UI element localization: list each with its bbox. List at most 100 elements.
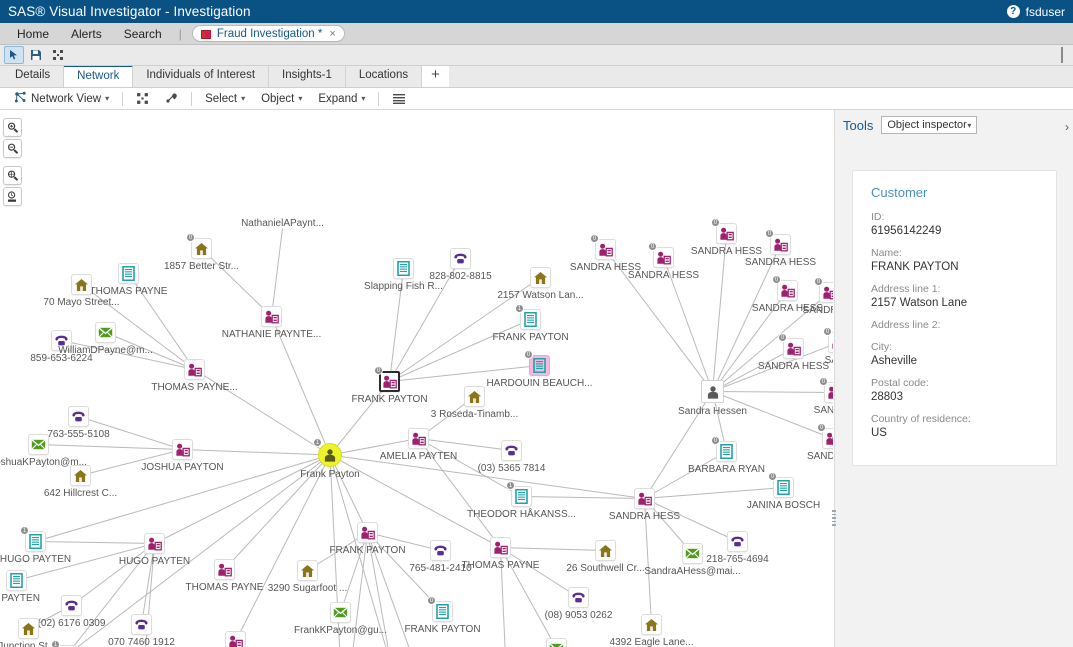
tab-insights-1[interactable]: Insights-1 bbox=[269, 65, 346, 87]
node-badge: 1 bbox=[313, 438, 322, 447]
zoom-out-button[interactable] bbox=[3, 139, 22, 158]
tools-label: Tools bbox=[843, 117, 874, 133]
close-icon[interactable]: × bbox=[329, 27, 336, 40]
graph-node-doc[interactable]: 9 PAYTEN bbox=[0, 570, 40, 604]
graph-node-phone[interactable]: (03) 5365 7814 bbox=[478, 440, 545, 474]
graph-node-phone[interactable]: 763-555-5108 bbox=[47, 406, 110, 440]
tab-network[interactable]: Network bbox=[64, 65, 134, 87]
pointer-select-tool[interactable] bbox=[4, 46, 24, 64]
graph-node-phone[interactable]: (08) 9053 0262 bbox=[545, 587, 612, 621]
tab-details[interactable]: Details bbox=[2, 65, 65, 87]
graph-node-person[interactable]: JOSHUA PAYTON bbox=[141, 439, 224, 473]
expand-menu-label: Expand bbox=[318, 92, 358, 105]
graph-node-email[interactable]: SandraAHess@mai... bbox=[644, 543, 741, 577]
graph-node-address[interactable]: Junction St ... bbox=[0, 618, 59, 647]
zoom-fit-button[interactable] bbox=[3, 166, 22, 185]
help-icon[interactable]: ? bbox=[1006, 5, 1020, 18]
field-key: Postal code: bbox=[871, 377, 929, 389]
graph-node-email[interactable]: WilliamDPayne@m... bbox=[58, 322, 153, 356]
graph-node-phone[interactable]: 828-802-8815 bbox=[429, 248, 492, 282]
graph-edge bbox=[76, 454, 331, 647]
graph-node-person[interactable]: THOMAS PAYNE bbox=[462, 537, 539, 571]
graph-node-address[interactable]: 3290 Sugarfoot ... bbox=[268, 560, 347, 594]
chevron-down-icon: ▾ bbox=[298, 94, 303, 103]
graph-node-doc[interactable]: Slapping Fish R... bbox=[364, 258, 443, 292]
graph-node-address[interactable]: 2157 Watson Lan... bbox=[497, 267, 584, 301]
tab-locations[interactable]: Locations bbox=[345, 65, 423, 87]
tab-individuals-of-interest[interactable]: Individuals of Interest bbox=[133, 65, 270, 87]
menu-item-search[interactable]: Search bbox=[123, 26, 162, 41]
zoom-reset-button[interactable] bbox=[3, 187, 22, 206]
grid-layout-icon[interactable] bbox=[48, 46, 68, 64]
graph-node-address[interactable]: 4392 Eagle Lane... bbox=[610, 614, 693, 647]
zoom-in-button[interactable] bbox=[3, 118, 22, 137]
menu-item-alerts[interactable]: Alerts bbox=[71, 26, 102, 41]
graph-node-phone[interactable]: 218-765-4694 bbox=[706, 531, 769, 565]
email-node-icon bbox=[682, 543, 703, 564]
graph-node-address[interactable]: 3 Roseda-Tinamb... bbox=[431, 386, 518, 420]
menu-item-home[interactable]: Home bbox=[17, 26, 50, 41]
graph-node-person[interactable]: THOMAS PAYNE bbox=[186, 559, 263, 593]
graph-node-phone[interactable]: 765-481-2410 bbox=[409, 540, 472, 574]
graph-node-address[interactable]: 70 Mayo Street... bbox=[43, 274, 120, 308]
window-restore-icon[interactable] bbox=[1061, 47, 1063, 63]
panel-divider-handle[interactable] bbox=[832, 510, 836, 528]
document-tab-fraud-investigation[interactable]: Fraud Investigation * × bbox=[191, 25, 345, 42]
graph-edge bbox=[367, 532, 441, 551]
map-pin-button[interactable] bbox=[157, 89, 186, 109]
graph-node-email[interactable]: ThomasPayne@poo... bbox=[546, 638, 567, 647]
graph-node-person[interactable]: AMELIA PAYTEN bbox=[380, 428, 457, 462]
expand-menu[interactable]: Expand ▾ bbox=[310, 89, 373, 109]
graph-node-person[interactable]: NATHANIE PAYNTE... bbox=[222, 306, 321, 340]
graph-node-address[interactable]: 642 Hillcrest C... bbox=[44, 465, 117, 499]
graph-node-phone[interactable]: 859-653-6224 bbox=[30, 330, 93, 364]
graph-node-phone[interactable]: (02) 6176 0309 bbox=[38, 595, 105, 629]
graph-node-person[interactable]: FRANK PAYTON bbox=[329, 522, 406, 556]
graph-node-email[interactable]: JoshuaKPayton@m... bbox=[0, 434, 87, 468]
list-view-button[interactable] bbox=[384, 89, 414, 109]
graph-edge bbox=[16, 543, 155, 581]
user-name[interactable]: fsduser bbox=[1025, 4, 1065, 19]
graph-node-hub-gray[interactable]: Sandra Hessen bbox=[678, 380, 747, 417]
graph-node-doc[interactable]: 1ANNA HARRISON bbox=[51, 640, 77, 647]
graph-node-person[interactable]: HUGO PAYTEN bbox=[119, 533, 190, 567]
graph-node-person[interactable]: CHRISTOR PAYTON bbox=[225, 631, 246, 647]
graph-node-email[interactable]: NathanielAPaynt... bbox=[241, 218, 324, 239]
graph-node-person[interactable]: THOMAS PAYNE... bbox=[151, 359, 238, 393]
object-inspector-select[interactable]: Object inspector ▾ bbox=[881, 116, 978, 134]
select-menu[interactable]: Select ▾ bbox=[197, 89, 253, 109]
graph-node-address[interactable]: 26 Southwell Cr... bbox=[566, 540, 645, 574]
object-menu[interactable]: Object ▾ bbox=[253, 89, 310, 109]
network-view-menu[interactable]: Network View ▾ bbox=[6, 89, 117, 109]
doc-node-icon bbox=[773, 477, 794, 498]
add-tab-button[interactable]: + bbox=[422, 65, 449, 87]
save-button[interactable] bbox=[26, 46, 46, 64]
graph-node-doc[interactable]: THOMAS PAYNE bbox=[90, 263, 167, 297]
chevron-right-icon[interactable]: › bbox=[1065, 120, 1069, 134]
graph-node-person[interactable]: SANDRA HESS bbox=[609, 488, 680, 522]
layout-grid-button[interactable] bbox=[128, 89, 157, 109]
graph-node-email[interactable]: FrankKPayton@gu... bbox=[294, 602, 387, 636]
graph-node-phone[interactable]: 070 7460 1912 bbox=[108, 614, 175, 647]
